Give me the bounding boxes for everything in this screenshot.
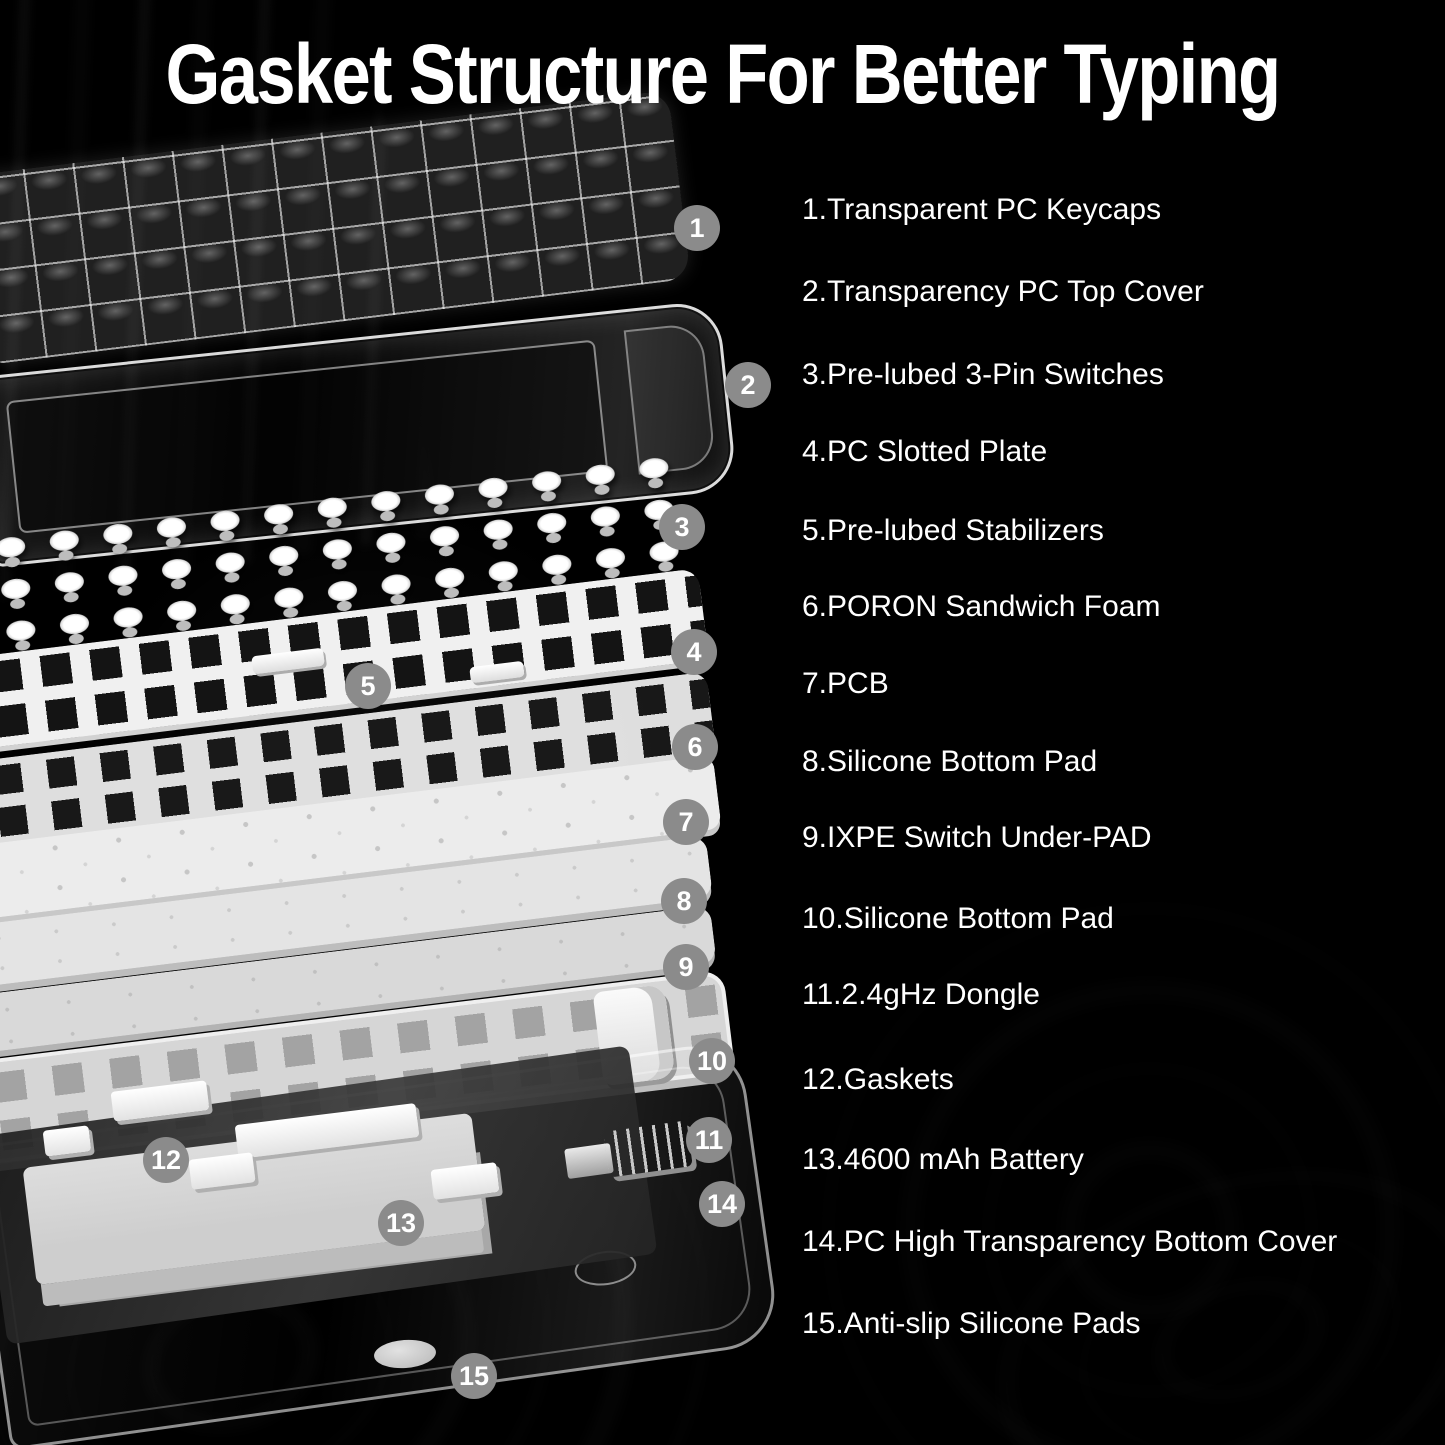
callout-badge-10: 10 <box>689 1038 735 1084</box>
callout-badge-4: 4 <box>671 629 717 675</box>
legend-item-3: 3.Pre-lubed 3-Pin Switches <box>802 358 1164 391</box>
legend-item-14: 14.PC High Transparency Bottom Cover <box>802 1225 1338 1258</box>
callout-badge-3: 3 <box>659 504 705 550</box>
callout-badge-1: 1 <box>674 205 720 251</box>
legend-item-15: 15.Anti-slip Silicone Pads <box>802 1307 1141 1340</box>
gasket-block <box>42 1125 92 1157</box>
callout-badge-14: 14 <box>699 1181 745 1227</box>
callout-badge-12: 12 <box>143 1137 189 1183</box>
callout-badge-9: 9 <box>663 944 709 990</box>
legend-item-8: 8.Silicone Bottom Pad <box>802 745 1098 778</box>
legend-item-9: 9.IXPE Switch Under-PAD <box>802 821 1152 854</box>
page-title: Gasket Structure For Better Typing <box>165 27 1282 121</box>
callout-badge-5: 5 <box>345 663 391 709</box>
callout-badge-7: 7 <box>663 799 709 845</box>
callout-badge-11: 11 <box>686 1117 732 1163</box>
callout-badge-15: 15 <box>451 1353 497 1399</box>
legend-item-7: 7.PCB <box>802 667 889 700</box>
callout-badge-6: 6 <box>672 724 718 770</box>
legend-item-6: 6.PORON Sandwich Foam <box>802 590 1161 623</box>
callout-badge-2: 2 <box>725 362 771 408</box>
legend-item-13: 13.4600 mAh Battery <box>802 1143 1084 1176</box>
legend-item-4: 4.PC Slotted Plate <box>802 435 1048 468</box>
legend-item-11: 11.2.4gHz Dongle <box>802 978 1040 1011</box>
legend-item-2: 2.Transparency PC Top Cover <box>802 275 1204 308</box>
legend-item-12: 12.Gaskets <box>802 1063 954 1096</box>
legend-item-5: 5.Pre-lubed Stabilizers <box>802 514 1104 547</box>
callout-badge-8: 8 <box>661 878 707 924</box>
legend-item-1: 1.Transparent PC Keycaps <box>802 193 1162 226</box>
legend-item-10: 10.Silicone Bottom Pad <box>802 902 1114 935</box>
callout-badge-13: 13 <box>378 1200 424 1246</box>
